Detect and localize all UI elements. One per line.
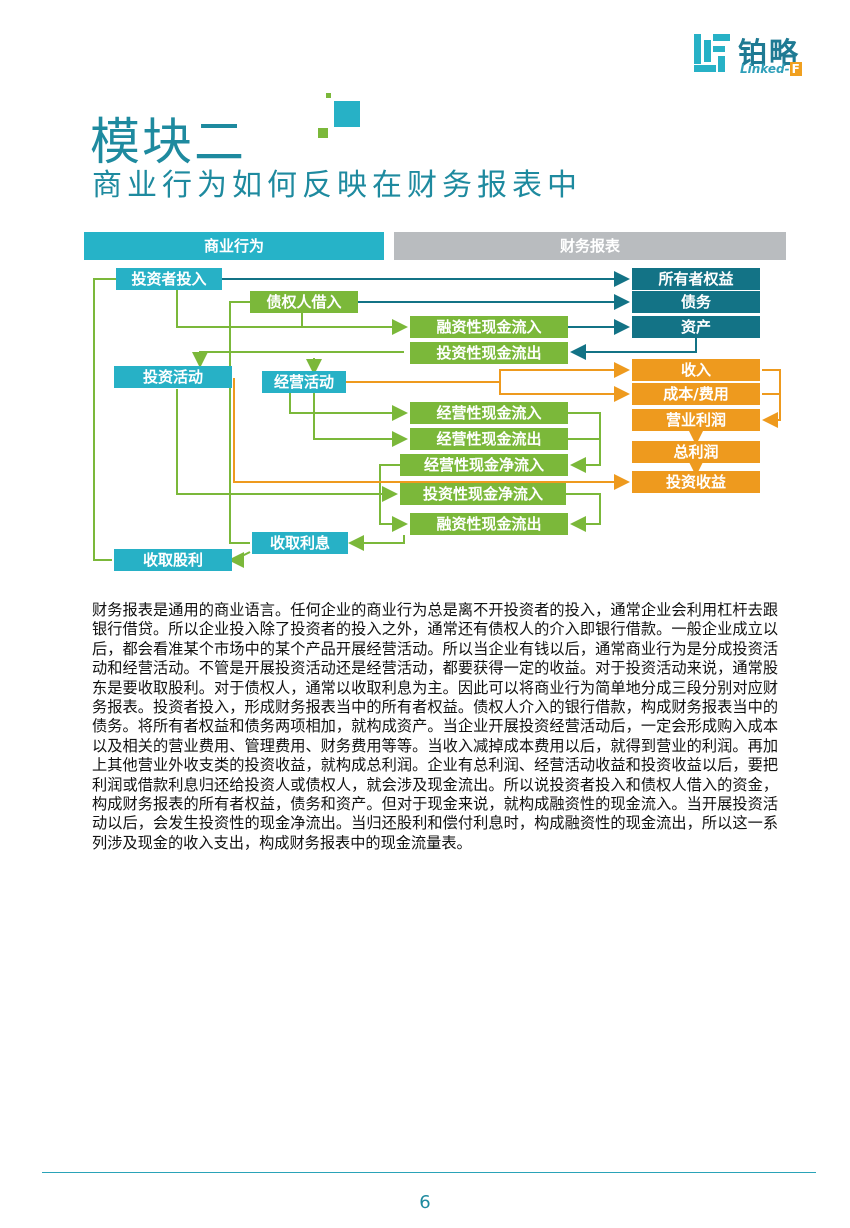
module-subtitle: 商业行为如何反映在财务报表中: [92, 168, 582, 203]
body-paragraph: 财务报表是通用的商业语言。任何企业的商业行为总是离不开投资者的投入，通常企业会利…: [92, 601, 778, 852]
box-investing-cash-net: 投资性现金净流入: [400, 483, 566, 505]
brand-logo-text: 铂略: [738, 36, 801, 70]
box-operating-cash-net: 经营性现金净流入: [400, 454, 568, 476]
box-investing-cash-out: 投资性现金流出: [410, 342, 568, 364]
box-financing-cash-in: 融资性现金流入: [410, 316, 568, 338]
box-owners-equity: 所有者权益: [632, 268, 760, 290]
decor-square: [334, 101, 360, 127]
box-creditor-borrow: 债权人借入: [250, 291, 358, 313]
box-total-profit: 总利润: [632, 441, 760, 463]
header-business-behavior: 商业行为: [84, 232, 384, 260]
box-operating-cash-out: 经营性现金流出: [410, 428, 568, 450]
decor-square: [326, 93, 331, 98]
brand-logo-mark: [694, 34, 730, 72]
box-operating-profit: 营业利润: [632, 409, 760, 431]
box-revenue: 收入: [632, 359, 760, 381]
flow-connectors: [93, 271, 781, 568]
box-collect-interest: 收取利息: [252, 532, 348, 554]
brand-logo-subtext: Linked-F: [740, 62, 802, 76]
footer-divider: [42, 1172, 816, 1173]
decor-square: [318, 128, 328, 138]
box-liabilities: 债务: [632, 291, 760, 313]
box-assets: 资产: [632, 316, 760, 338]
box-investing-activity: 投资活动: [114, 366, 232, 388]
box-collect-dividend: 收取股利: [114, 549, 232, 571]
box-operating-activity: 经营活动: [262, 371, 346, 393]
header-financial-statements: 财务报表: [394, 232, 786, 260]
module-title: 模块二: [90, 113, 246, 171]
box-investor-input: 投资者投入: [116, 268, 222, 290]
box-cost-expense: 成本/费用: [632, 383, 760, 405]
box-operating-cash-in: 经营性现金流入: [410, 402, 568, 424]
page-number: 6: [419, 1192, 431, 1213]
box-financing-cash-out: 融资性现金流出: [410, 513, 568, 535]
box-investment-income: 投资收益: [632, 471, 760, 493]
